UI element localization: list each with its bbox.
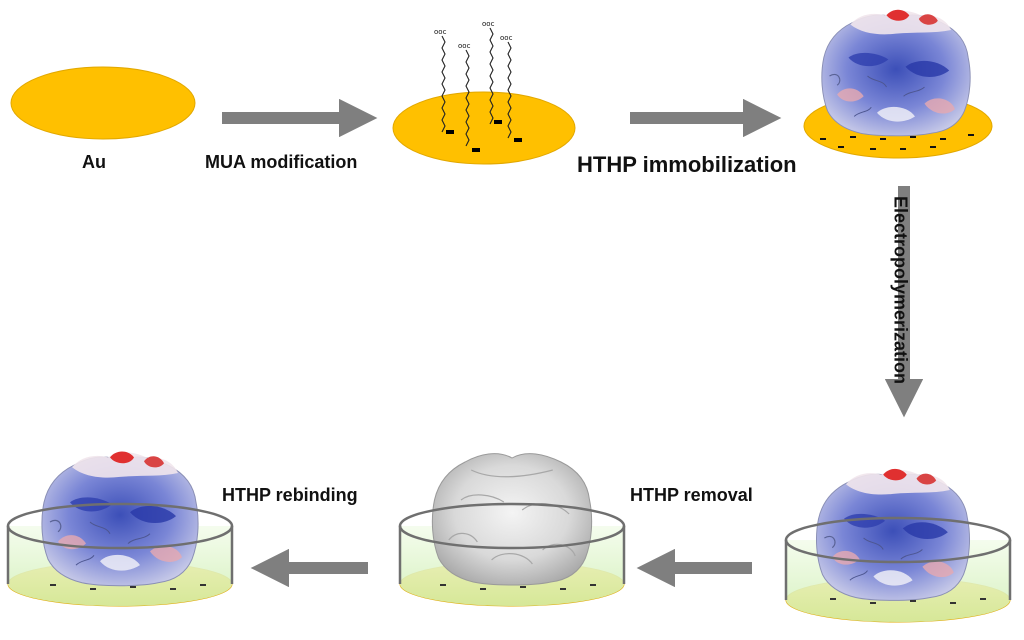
label-hthp-immobilization: HTHP immobilization [577,152,797,177]
label-mua-modification: MUA modification [205,152,358,172]
label-electropolymerization: Electropolymerization [890,195,911,385]
hthp-protein [41,450,199,587]
hthp-immobilized-electrode [803,9,993,159]
hthp-protein [821,9,971,137]
electropolymerized-electrode [784,468,1012,623]
mua-chain [433,27,454,134]
label-hthp-removal: HTHP removal [630,485,753,505]
mua-modified-electrode [392,19,576,165]
mua-chain [499,33,522,142]
hthp-protein [815,468,971,601]
label-au: Au [82,152,106,172]
mua-chain [457,41,480,152]
label-hthp-rebinding: HTHP rebinding [222,485,358,505]
mua-chain [481,19,502,125]
imprinted-electrode [398,453,626,607]
au-electrode [10,66,196,140]
rebound-electrode [6,450,234,607]
imprint-cavity [431,453,593,586]
